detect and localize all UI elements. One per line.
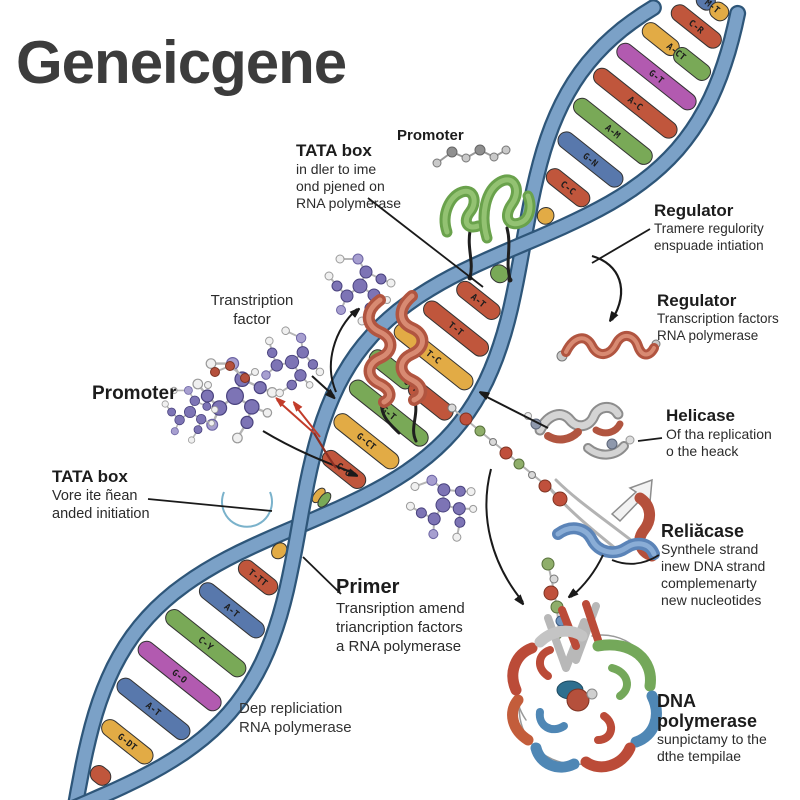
label-line: Transtription — [210, 292, 294, 309]
label-line: new nucleotides — [661, 592, 762, 608]
label-line: Tramere regulority — [654, 221, 764, 236]
label-title: Reliăcase — [661, 521, 745, 541]
label-line: RNA polymerase — [239, 719, 352, 736]
tf-ribbon-pair — [362, 290, 429, 443]
red-arrow-1 — [277, 400, 315, 434]
base-pair-rung: C-R — [670, 4, 722, 49]
label-line: sunpictamy to the — [657, 731, 767, 747]
label-line: a RNA polymerase — [336, 638, 462, 655]
dna-double-helix: G-DTA-TG-OC-YA-TT-TTC-OG-CTG-TG-TT-CT-TA… — [31, 0, 747, 800]
arrow-to-helix — [262, 430, 356, 474]
base-pair-rung — [536, 207, 555, 225]
label-line: o the heack — [666, 443, 739, 459]
label-line: Transription amend — [336, 600, 465, 617]
label-line: Transcription factors — [657, 311, 779, 326]
molecule-cluster-left — [191, 319, 336, 444]
annotation-arrows — [147, 197, 663, 602]
label-line: Dep repliciation — [239, 700, 343, 717]
label-line: in dler to ime — [296, 161, 377, 177]
base-pair-rung: T-TT — [237, 559, 279, 596]
label-title: Regulator — [654, 201, 734, 220]
base-pair-rung — [490, 264, 510, 284]
label-dna-polymerase: DNA polymerase sunpictamy to the dthe te… — [657, 691, 800, 765]
base-pair-rung: G-DT — [101, 719, 154, 765]
reliacase-ribbon — [546, 478, 660, 562]
red-arrow-2 — [294, 404, 321, 438]
base-pair-rung — [311, 487, 332, 508]
promoter-protein-ribbon — [432, 144, 536, 283]
base-pair-rung: A-T — [116, 677, 191, 741]
dna-polymerase-rosette — [507, 600, 662, 773]
red-arrows — [277, 400, 337, 469]
base-pair-rung: M-T — [695, 0, 730, 22]
base-pair-rung: G-CT — [333, 413, 400, 470]
label-promoter-left: Promoter — [92, 384, 176, 404]
leader-tata-left — [147, 498, 273, 512]
label-line: Synthele strand — [661, 541, 759, 557]
leader-reliacase — [611, 554, 660, 565]
base-pair-rung: A-T — [198, 582, 265, 639]
label-tata-box-left: TATA box Vore ite ñean anded initiation — [52, 467, 150, 523]
label-line: triancription factors — [336, 619, 463, 636]
label-line: enspuade intiation — [654, 237, 764, 253]
label-line: Of tha replication — [666, 426, 772, 442]
label-helicase: Helicase Of tha replication o the heack — [666, 406, 800, 460]
leader-helicase — [637, 437, 663, 442]
label-line: anded initiation — [52, 506, 150, 522]
base-pair-rung — [89, 765, 112, 786]
label-title: Promoter — [397, 127, 464, 144]
arrow-small-to-helix — [311, 375, 334, 396]
arrow-to-regulator — [591, 254, 623, 320]
leader-primer — [302, 556, 342, 595]
base-pair-rung: G-N — [557, 131, 624, 188]
page-title: Geneicgene — [16, 29, 347, 96]
label-title: Helicase — [666, 406, 735, 425]
label-primer: Primer Transription amend triancription … — [336, 576, 465, 656]
label-promoter-top: Promoter — [397, 126, 464, 146]
base-pair-rung: A-T — [456, 280, 501, 320]
label-title: TATA box — [296, 141, 372, 160]
label-title: Primer — [336, 576, 400, 598]
label-line: inew DNA strand — [661, 558, 766, 574]
label-title: Regulator — [657, 291, 737, 310]
label-regulator-1: Regulator Tramere regulority enspuade in… — [654, 201, 799, 254]
label-title: DNA polymerase — [657, 691, 758, 731]
base-pair-rung: A-C — [593, 67, 678, 139]
label-regulator-2: Regulator Transcription factors RNA poly… — [657, 291, 800, 344]
label-line: dthe tempilae — [657, 748, 742, 764]
base-pair-rung: G-T — [616, 42, 697, 111]
arrow-short-down — [571, 554, 604, 597]
regulator-ribbon — [556, 331, 661, 362]
arrow-up-to-factor — [329, 309, 357, 393]
label-line: Vore ite ñean — [52, 488, 138, 504]
label-reliacase: Reliăcase Synthele strand inew DNA stran… — [661, 521, 800, 609]
base-pair-rung: A-M — [573, 97, 653, 165]
red-stem — [313, 432, 337, 469]
leader-regulator-1 — [591, 228, 651, 264]
base-pair-rung: C-Y — [165, 609, 247, 678]
label-tata-box-top: TATA box in dler to ime ond pjened on RN… — [296, 141, 401, 212]
label-line: factor — [233, 311, 271, 328]
label-line: ond pjened on — [296, 178, 385, 194]
base-pair-rung: C-C — [545, 168, 591, 208]
nucleotide-bead-chain — [447, 403, 568, 641]
label-title: Promoter — [92, 383, 177, 404]
base-pair-rung: T-T — [423, 300, 490, 357]
base-pair-rung: T-C — [393, 323, 474, 391]
label-line: RNA polymerase — [296, 195, 402, 211]
arrow-big-arc — [485, 468, 523, 602]
label-title: TATA box — [52, 467, 128, 486]
leader-tata-top — [367, 197, 484, 288]
label-replication-note: Dep repliciation RNA polymerase — [239, 699, 352, 737]
base-pair-rung: G-O — [137, 640, 222, 712]
base-pair-rung: A-CT — [641, 22, 712, 81]
base-pair-rung — [271, 542, 288, 560]
label-line: complemenarty — [661, 575, 757, 591]
label-line: RNA polymerase — [657, 327, 759, 343]
helicase-ribbon — [524, 402, 635, 460]
label-transcription-factor: Transtription factor — [202, 291, 302, 329]
arrow-up-left — [481, 394, 549, 429]
